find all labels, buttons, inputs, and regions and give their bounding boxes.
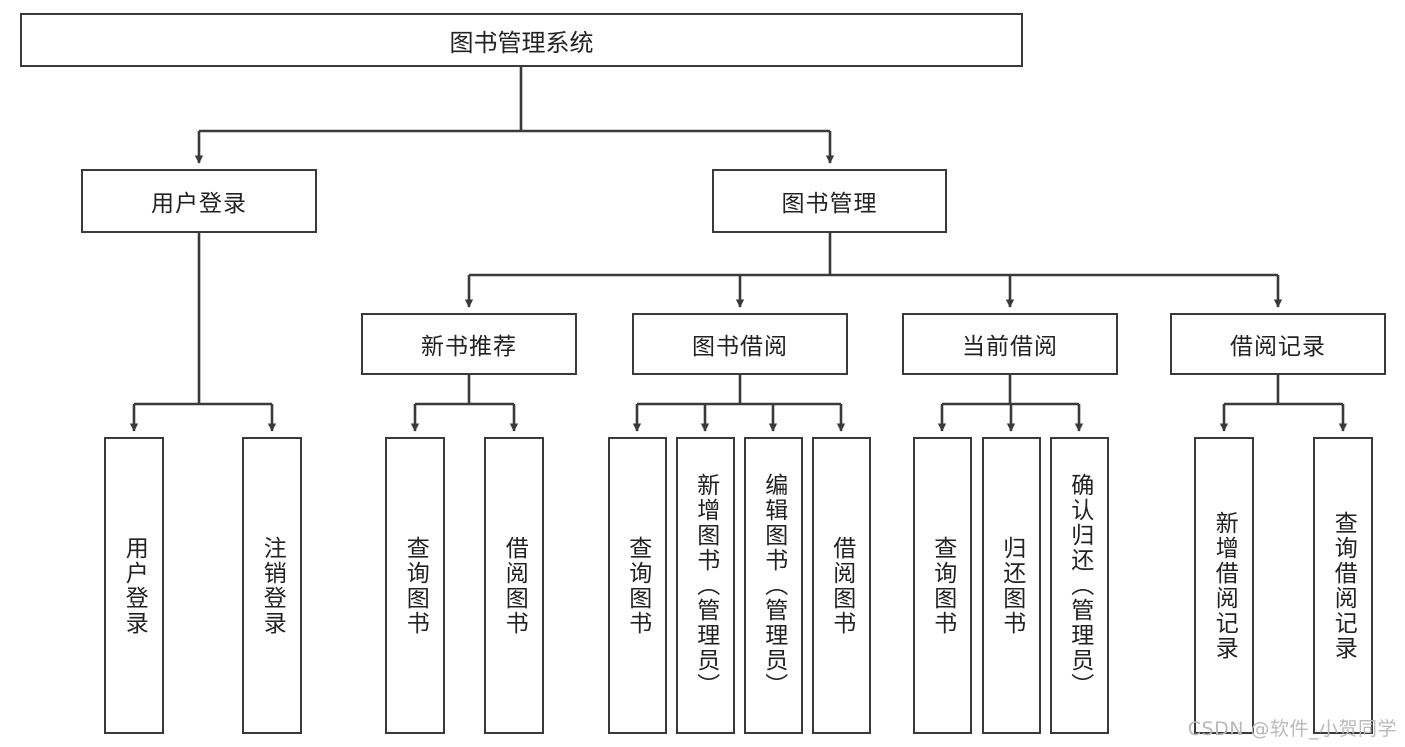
node-label: 图书管理 xyxy=(781,191,878,217)
node-label: 图书管理系统 xyxy=(449,28,594,57)
node-label: 新增图书（管理员） xyxy=(692,473,719,698)
node-label: 查询借阅记录 xyxy=(1330,510,1357,661)
node-new-book-recommend[interactable]: 新书推荐 xyxy=(361,313,577,375)
node-leaf-add-borrow-record[interactable]: 新增借阅记录 xyxy=(1194,437,1254,734)
node-book-manage[interactable]: 图书管理 xyxy=(712,169,947,233)
node-leaf-confirm-return-admin[interactable]: 确认归还（管理员） xyxy=(1050,437,1109,734)
node-leaf-logout-login[interactable]: 注销登录 xyxy=(242,437,302,734)
node-root-system[interactable]: 图书管理系统 xyxy=(20,13,1023,67)
node-label: 新书推荐 xyxy=(421,334,517,360)
node-label: 注销登录 xyxy=(259,535,286,636)
node-label: 借阅记录 xyxy=(1230,334,1326,360)
node-label: 新增借阅记录 xyxy=(1211,510,1238,661)
node-label: 用户登录 xyxy=(151,191,247,217)
node-label: 查询图书 xyxy=(929,535,956,636)
watermark: CSDN @软件_小贺同学 xyxy=(1187,718,1397,740)
node-leaf-edit-book-admin[interactable]: 编辑图书（管理员） xyxy=(744,437,803,734)
node-label: 查询图书 xyxy=(402,535,429,636)
node-user-login[interactable]: 用户登录 xyxy=(81,169,317,233)
node-label: 当前借阅 xyxy=(962,334,1058,360)
node-leaf-borrow-book[interactable]: 借阅图书 xyxy=(812,437,871,734)
node-leaf-query-book-current[interactable]: 查询图书 xyxy=(913,437,972,734)
node-leaf-query-book-borrow[interactable]: 查询图书 xyxy=(608,437,667,734)
node-leaf-return-book[interactable]: 归还图书 xyxy=(982,437,1041,734)
node-leaf-user-login[interactable]: 用户登录 xyxy=(104,437,164,734)
node-leaf-add-book-admin[interactable]: 新增图书（管理员） xyxy=(676,437,735,734)
node-leaf-borrow-book-recommend[interactable]: 借阅图书 xyxy=(484,437,544,734)
node-leaf-query-borrow-record[interactable]: 查询借阅记录 xyxy=(1313,437,1373,734)
node-leaf-query-book-recommend[interactable]: 查询图书 xyxy=(385,437,445,734)
node-borrow-record[interactable]: 借阅记录 xyxy=(1170,313,1386,375)
node-label: 查询图书 xyxy=(624,535,651,636)
node-label: 确认归还（管理员） xyxy=(1066,473,1093,698)
node-label: 图书借阅 xyxy=(692,334,788,360)
node-label: 借阅图书 xyxy=(501,535,528,636)
node-label: 借阅图书 xyxy=(828,535,855,636)
node-book-borrow[interactable]: 图书借阅 xyxy=(632,313,848,375)
node-label: 归还图书 xyxy=(998,535,1025,636)
node-label: 编辑图书（管理员） xyxy=(760,473,787,698)
node-current-borrow[interactable]: 当前借阅 xyxy=(902,313,1118,375)
node-label: 用户登录 xyxy=(121,535,148,636)
